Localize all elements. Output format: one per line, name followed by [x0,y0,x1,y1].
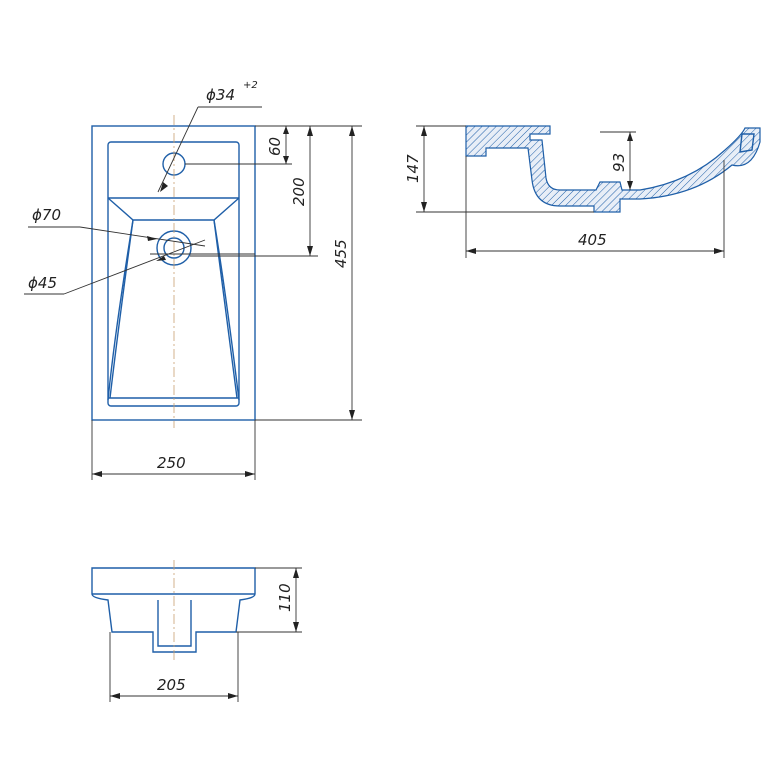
basin-outer-rim [91,125,256,421]
dim-front-bottom-width: 205 [157,676,186,694]
dim-overall-length: 455 [332,239,350,268]
side-view-dimensions: 147 93 405 [404,125,725,258]
bowl-outline [107,197,240,399]
bowl-inner-curve [107,219,240,401]
top-view-dimensions: 250 455 200 60 ϕ34 +2 ϕ70 [24,80,362,480]
top-view [91,115,256,428]
dim-front-height: 110 [276,583,294,612]
front-view [91,560,256,660]
basin-inner-rim [107,141,240,407]
section-body [465,125,761,213]
dim-tap-hole-diameter: ϕ34 [206,86,235,104]
dim-drain-outer-diameter: ϕ70 [32,206,61,224]
front-view-dimensions: 110 205 [109,567,302,702]
front-body [91,567,256,653]
dim-tap-hole-tolerance: +2 [243,80,258,91]
dim-overall-width: 250 [157,454,186,472]
dim-drain-inner-diameter: ϕ45 [28,274,57,292]
front-drain-inner [157,600,192,647]
dim-side-length: 405 [578,231,607,249]
section-rim-inner [739,133,755,153]
dim-tap-hole-offset: 60 [266,137,284,156]
side-section-view [465,125,761,213]
dim-overall-height: 147 [404,154,422,183]
dim-bowl-depth: 93 [610,153,628,172]
dim-drain-offset: 200 [290,177,308,206]
